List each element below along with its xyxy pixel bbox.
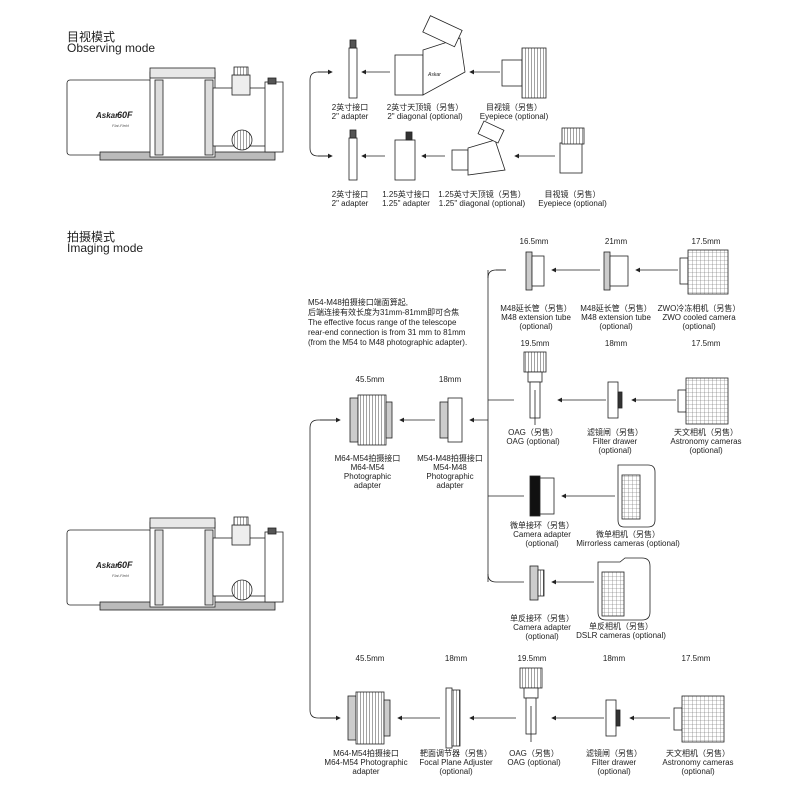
zwo-label: ZWO冷冻相机（另售）ZWO cooled camera(optional) xyxy=(657,304,741,331)
obs-eyepiece-2 xyxy=(559,127,585,174)
telescope-imaging xyxy=(66,516,284,611)
observing-title-en: Observing mode xyxy=(67,41,156,55)
diagonal-brand: Askar xyxy=(427,72,441,78)
bottom-fpa-dim: 18mm xyxy=(444,654,468,663)
zwo-cooled-camera xyxy=(679,249,729,295)
astro-label: 天文相机（另售）Astronomy cameras(optional) xyxy=(670,428,742,455)
obs-2in-adapter-1 xyxy=(348,39,358,99)
focus-range-note: M54-M48拍摄接口端面算起, 后端连接有效长度为31mm-81mm即可合焦 … xyxy=(308,298,468,347)
zwo-dim: 17.5mm xyxy=(691,237,721,246)
bottom-m64-dim: 45.5mm xyxy=(355,654,385,663)
filter-dim: 18mm xyxy=(604,339,628,348)
m54-dim: 18mm xyxy=(438,375,462,384)
bottom-oag xyxy=(519,667,543,742)
ext21-label: M48延长管（另售）M48 extension tube(optional) xyxy=(580,304,652,331)
filter-drawer xyxy=(607,381,623,419)
oag-dim: 19.5mm xyxy=(520,339,550,348)
astronomy-camera-1 xyxy=(677,377,729,425)
telescope-brand-img: Askar xyxy=(95,561,119,570)
obs-row1-eyepiece-label: 目视镜（另售）Eyepiece (optional) xyxy=(479,103,549,121)
bottom-filter-drawer xyxy=(605,699,621,737)
m54-m48-adapter xyxy=(439,397,463,443)
m48-extension-16 xyxy=(525,251,545,291)
filter-label: 滤镜闸（另售）Filter drawer(optional) xyxy=(587,428,643,455)
telescope-model-obs: 60F xyxy=(117,110,133,120)
mirrorless-camera-label: 微单相机（另售）Mirrorless cameras (optional) xyxy=(576,530,680,548)
dslr-camera xyxy=(597,557,651,621)
obs-125in-adapter xyxy=(394,131,416,181)
bottom-filter-label: 滤镜闸（另售）Filter drawer(optional) xyxy=(586,749,642,776)
bottom-oag-label: OAG（另售）OAG (optional) xyxy=(507,749,561,767)
bottom-astro-dim: 17.5mm xyxy=(681,654,711,663)
telescope-observing xyxy=(66,66,284,161)
bottom-astro-label: 天文相机（另售）Astronomy cameras(optional) xyxy=(662,749,734,776)
focal-plane-adjuster xyxy=(445,687,461,749)
m64-dim: 45.5mm xyxy=(355,375,385,384)
dslr-adapter-label: 单反接环（另售）Camera adapter(optional) xyxy=(510,614,574,641)
ext16-dim: 16.5mm xyxy=(519,237,549,246)
ext16-label: M48延长管（另售）M48 extension tube(optional) xyxy=(500,304,572,331)
mirrorless-camera xyxy=(617,464,656,528)
imaging-title-cn: 拍摄模式 xyxy=(67,230,116,244)
obs-2in-adapter-2 xyxy=(348,129,358,181)
obs-row1-diagonal-label: 2英寸天顶镜（另售）2" diagonal (optional) xyxy=(386,103,464,121)
telescope-sub-obs: Flat-Field xyxy=(112,123,129,128)
mirrorless-adapter xyxy=(529,475,555,517)
m64-m54-adapter xyxy=(349,394,393,446)
oag-label: OAG（另售）OAG (optional) xyxy=(506,428,560,446)
bottom-fpa-label: 靶面调节器（另售）Focal Plane Adjuster(optional) xyxy=(419,749,493,776)
oag-unit xyxy=(523,351,547,425)
bottom-astronomy-camera xyxy=(673,695,725,743)
dslr-adapter xyxy=(529,565,545,601)
obs-row2-eyepiece-label: 目视镜（另售）Eyepiece (optional) xyxy=(538,190,607,208)
imaging-title-en: Imaging mode xyxy=(67,241,144,255)
astro-dim: 17.5mm xyxy=(691,339,721,348)
m48-extension-21 xyxy=(603,251,629,291)
bottom-oag-dim: 19.5mm xyxy=(517,654,547,663)
ext21-dim: 21mm xyxy=(604,237,628,246)
obs-125in-diagonal xyxy=(451,120,506,176)
obs-2in-diagonal xyxy=(394,15,466,96)
obs-eyepiece-1 xyxy=(501,47,547,99)
telescope-sub-img: Flat-Field xyxy=(112,573,129,578)
dslr-camera-label: 单反相机（另售）DSLR cameras (optional) xyxy=(576,622,666,640)
bottom-m64-adapter xyxy=(347,691,391,745)
obs-row2-diagonal-label: 1.25英寸天顶镜（另售）1.25" diagonal (optional) xyxy=(438,190,526,208)
telescope-brand-obs: Askar xyxy=(95,111,119,120)
observing-title-cn: 目视模式 xyxy=(67,30,116,44)
mirrorless-adapter-label: 微单接环（另售）Camera adapter(optional) xyxy=(510,521,574,548)
telescope-model-img: 60F xyxy=(117,560,133,570)
bottom-filter-dim: 18mm xyxy=(602,654,626,663)
